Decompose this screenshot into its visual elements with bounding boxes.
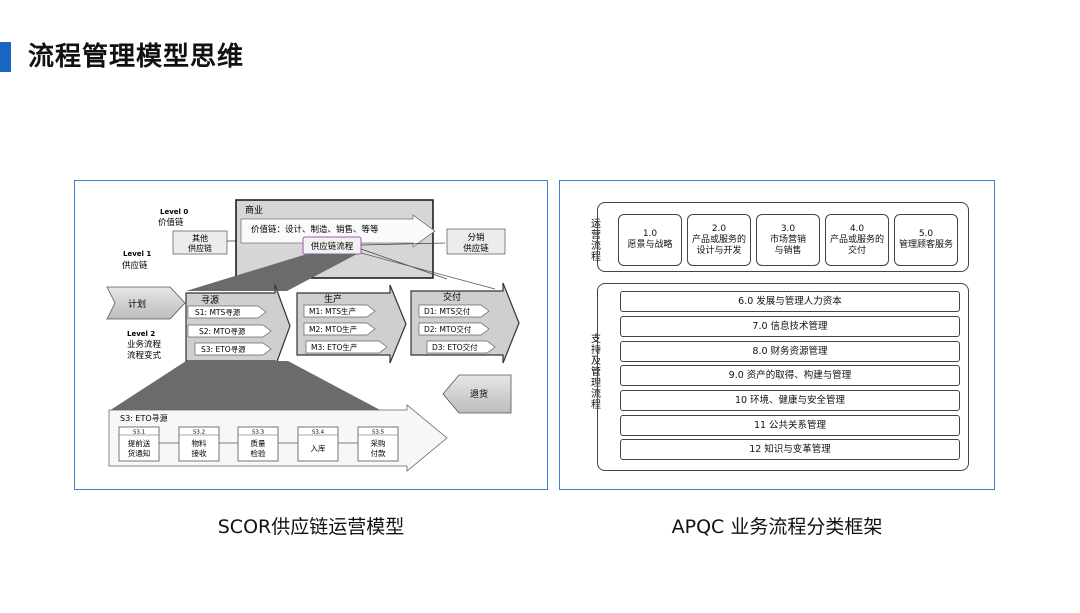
support-process-11: 11 公共关系管理 (620, 415, 960, 436)
scor-panel: Level 0 价值链 Level 1 供应链 Level 2 业务流程 流程变… (74, 180, 548, 490)
s3-step-3-line1: 质量 (251, 438, 266, 448)
other-chain-line1: 其他 (192, 233, 208, 243)
commerce-label: 商业 (245, 204, 263, 216)
support-process-6: 6.0 发展与管理人力资本 (620, 291, 960, 312)
level1-label: Level 1 (123, 250, 151, 258)
s3-step-3: S3.3 质量 检验 (237, 426, 279, 462)
s3-step-1: S3.1 提前送 货通知 (118, 426, 160, 462)
dist-connector-1 (360, 242, 446, 246)
source-label: 寻源 (201, 295, 219, 306)
d3-box (426, 340, 496, 354)
supply-chain-flow-label: 供应链流程 (311, 241, 354, 252)
zoom-wedge-top (186, 254, 357, 291)
s3-step-3-line2: 检验 (251, 448, 266, 458)
other-chain-line2: 供应链 (188, 243, 212, 253)
s3-step-1-line1: 提前送 (128, 438, 151, 448)
s2-label: S2: MTO寻源 (199, 327, 246, 336)
make-label: 生产 (324, 293, 342, 305)
dist-line2: 供应链 (463, 243, 489, 254)
level0-label: Level 0 (160, 208, 188, 216)
apqc-caption: APQC 业务流程分类框架 (671, 516, 883, 538)
plan-arrow (106, 286, 186, 320)
value-chain-text: 价值链：设计、制造、销售、等等 (251, 224, 379, 235)
m1-box (303, 304, 376, 318)
support-process-12: 12 知识与变革管理 (620, 439, 960, 460)
s3-step-4: S3.4 入库 (297, 426, 339, 462)
scor-diagram: Level 0 价值链 Level 1 供应链 Level 2 业务流程 流程变… (106, 199, 520, 472)
support-process-10: 10 环境、健康与安全管理 (620, 390, 960, 411)
deliver-label: 交付 (443, 291, 461, 303)
s3-detail-header: S3: ETO寻源 (120, 414, 168, 423)
return-label: 退货 (470, 388, 488, 400)
d2-label: D2: MTO交付 (424, 324, 472, 334)
s1-box (187, 305, 267, 319)
support-process-8: 8.0 财务资源管理 (620, 341, 960, 362)
dist-box (446, 228, 506, 255)
operating-process-label: 运 营 流 程 (591, 219, 601, 263)
level0-sub: 价值链 (158, 217, 184, 228)
support-process-9: 9.0 资产的取得、构建与管理 (620, 365, 960, 386)
level2-label: Level 2 (127, 330, 155, 338)
s3-box (194, 342, 272, 356)
d3-label: D3: ETO交付 (432, 342, 478, 352)
m2-box (303, 322, 376, 336)
s3-step-5-line2: 付款 (371, 448, 386, 458)
s3-step-5: S3.5 采购 付款 (357, 426, 399, 462)
d2-box (418, 322, 490, 336)
s2-box (187, 324, 272, 338)
d1-label: D1: MTS交付 (424, 306, 471, 316)
s3-step-2: S3.2 物料 接收 (178, 426, 220, 462)
support-process-7: 7.0 信息技术管理 (620, 316, 960, 337)
other-chain-box (172, 230, 228, 255)
s3-step-1-code: S3.1 (133, 430, 145, 436)
s3-step-2-line2: 接收 (192, 448, 207, 458)
plan-label: 计划 (128, 298, 146, 310)
dist-connector-2 (360, 248, 448, 280)
level2-sub2: 流程变式 (127, 350, 162, 361)
m3-label: M3: ETO生产 (311, 342, 357, 352)
page-title: 流程管理模型思维 (28, 42, 245, 72)
m3-box (305, 340, 388, 354)
s3-step-2-code: S3.2 (193, 430, 205, 436)
m2-label: M2: MTO生产 (309, 324, 357, 334)
s3-step-5-code: S3.5 (372, 430, 385, 436)
s3-step-4-code: S3.4 (312, 430, 325, 436)
value-chain-arrow (240, 214, 436, 248)
s3-step-3-code: S3.3 (252, 430, 265, 436)
support-process-label: 支 持 及 管 理 流 程 (591, 334, 601, 411)
s3-step-5-line1: 采购 (371, 438, 386, 448)
return-arrow (442, 374, 512, 414)
zoom-line-right (360, 252, 496, 290)
s3-step-4-line1: 入库 (311, 443, 326, 453)
s3-step-2-line1: 物料 (192, 438, 207, 448)
s3-label: S3: ETO寻源 (201, 345, 246, 354)
d1-box (418, 304, 490, 318)
title-accent-bar (0, 42, 11, 72)
s1-label: S1: MTS寻源 (195, 308, 241, 317)
level2-sub1: 业务流程 (127, 339, 162, 350)
dist-line1: 分销 (467, 232, 485, 243)
support-process-group: 6.0 发展与管理人力资本 7.0 信息技术管理 8.0 财务资源管理 9.0 … (597, 283, 969, 471)
scor-caption: SCOR供应链运营模型 (217, 516, 405, 538)
zoom-wedge-bottom (109, 361, 382, 411)
m1-label: M1: MTS生产 (309, 306, 356, 316)
s3-step-1-line2: 货通知 (128, 448, 151, 458)
level1-sub: 供应链 (122, 260, 148, 271)
